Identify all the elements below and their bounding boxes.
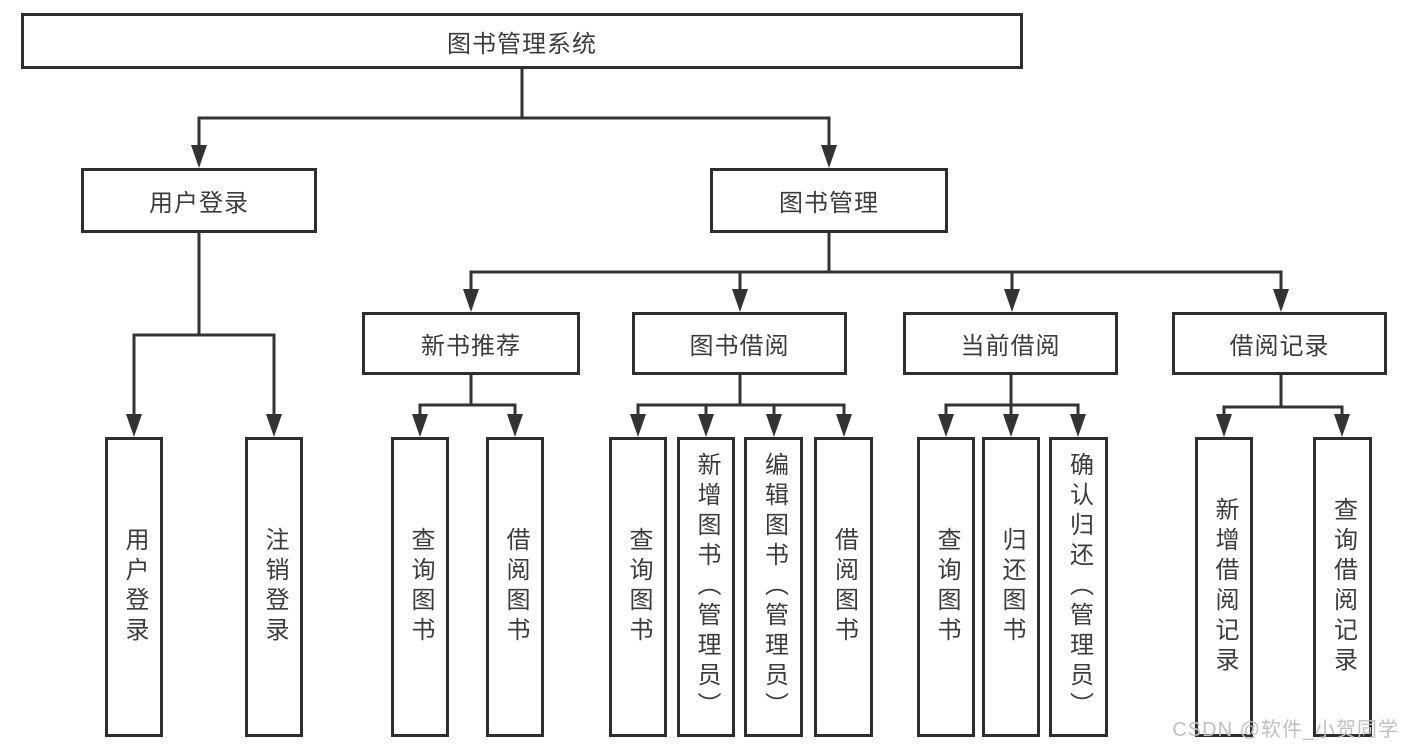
node-label: 用户登录 — [121, 527, 148, 647]
node-label: 确认归还（管理员） — [1065, 452, 1093, 722]
node-label: 借阅记录 — [1229, 333, 1330, 360]
node-label: 图书借阅 — [689, 333, 790, 360]
node-label: 新书推荐 — [421, 333, 521, 360]
node-label: 新增图书（管理员） — [693, 452, 720, 722]
node-label: 归还图书 — [998, 527, 1025, 647]
node-new-book-recommend: 新书推荐 — [362, 312, 580, 375]
node-book-management: 图书管理 — [710, 168, 948, 233]
leaf-query-borrow-record: 查询借阅记录 — [1313, 437, 1372, 737]
leaf-query-books-2: 查询图书 — [609, 437, 667, 737]
node-label: 查询借阅记录 — [1329, 497, 1357, 677]
node-label: 注销登录 — [261, 527, 288, 647]
leaf-logout: 注销登录 — [245, 437, 303, 737]
node-label: 图书管理 — [779, 190, 879, 217]
node-label: 用户登录 — [149, 190, 249, 217]
node-label: 查询图书 — [407, 527, 434, 647]
leaf-query-books: 查询图书 — [391, 437, 449, 737]
node-label: 借阅图书 — [502, 527, 529, 647]
node-current-borrow: 当前借阅 — [903, 312, 1118, 375]
node-label: 图书管理系统 — [447, 30, 597, 58]
node-label: 当前借阅 — [960, 333, 1061, 360]
node-book-borrow: 图书借阅 — [632, 312, 847, 375]
leaf-borrow-books-2: 借阅图书 — [814, 437, 873, 737]
node-borrow-records: 借阅记录 — [1172, 312, 1387, 375]
leaf-return-books: 归还图书 — [982, 437, 1040, 737]
leaf-add-books-admin: 新增图书（管理员） — [677, 437, 735, 737]
leaf-confirm-return-admin: 确认归还（管理员） — [1049, 437, 1108, 737]
leaf-borrow-books: 借阅图书 — [486, 437, 544, 737]
leaf-query-books-3: 查询图书 — [917, 437, 975, 737]
leaf-add-borrow-record: 新增借阅记录 — [1195, 437, 1253, 737]
node-user-login: 用户登录 — [81, 168, 317, 233]
node-label: 新增借阅记录 — [1211, 497, 1238, 677]
csdn-watermark: CSDN @软件_小贺同学 — [1172, 719, 1399, 741]
node-label: 借阅图书 — [830, 527, 858, 647]
node-label: 编辑图书（管理员） — [760, 452, 788, 722]
node-library-management-system: 图书管理系统 — [21, 13, 1023, 69]
node-label: 查询图书 — [933, 527, 960, 647]
leaf-edit-books-admin: 编辑图书（管理员） — [744, 437, 803, 737]
node-label: 查询图书 — [625, 527, 652, 647]
leaf-user-login: 用户登录 — [105, 437, 163, 737]
